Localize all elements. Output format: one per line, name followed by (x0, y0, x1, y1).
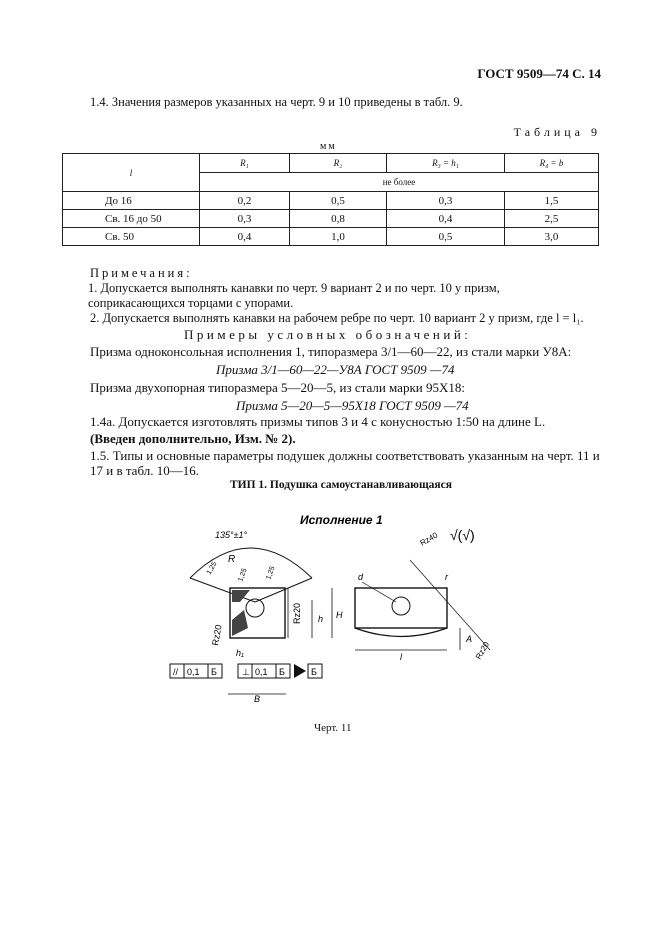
roughness-label: Rz20 (210, 624, 223, 646)
angle-arc (189, 547, 313, 579)
table-row: Св. 50 0,4 1,0 0,5 3,0 (62, 227, 599, 246)
roughness-label: 1,25 (265, 565, 276, 580)
col-header: R₂ (289, 153, 387, 173)
cell: 0,5 (386, 227, 505, 246)
hatch (232, 610, 248, 636)
roughness-label: Rz40 (419, 530, 440, 547)
A-label: A (465, 634, 472, 644)
row-label: До 16 (62, 191, 200, 210)
roughness-label: Rz20 (474, 640, 491, 661)
datum-label: Б (311, 667, 317, 677)
side-view-bottom (354, 627, 448, 638)
R-label: R (228, 554, 235, 565)
col-l-header: l (62, 153, 200, 192)
cell: 0,4 (386, 209, 505, 228)
angle-line (189, 577, 256, 603)
H-label: H (336, 610, 343, 620)
table-unit: мм (320, 141, 337, 152)
amendment: (Введен дополнительно, Изм. № 2). (90, 431, 296, 446)
cell: 0,3 (199, 209, 290, 228)
front-view-body (229, 587, 286, 639)
roughness-label: 1,25 (237, 567, 248, 582)
side-circle (391, 596, 411, 616)
cell: 0,4 (199, 227, 290, 246)
examples-title: Примеры условных обозначений: (184, 327, 472, 342)
svg-text:Б: Б (279, 667, 285, 677)
cell: 1,0 (289, 227, 387, 246)
B-label: B (254, 694, 260, 704)
figure-caption: Черт. 11 (314, 722, 352, 734)
l-label: l (400, 652, 403, 662)
svg-text:0,1: 0,1 (187, 667, 200, 677)
section-1-4: 1.4. Значения размеров указанных на черт… (90, 95, 463, 109)
h-label: h (318, 614, 323, 624)
col-header: R₄ = b (504, 153, 599, 173)
subheader: не более (199, 172, 599, 192)
note-2: 2. Допускается выполнять канавки на рабо… (90, 311, 584, 325)
notes: Примечания: 1. Допускается выполнять кан… (88, 266, 605, 326)
table-caption: Таблица 9 (513, 125, 601, 139)
variant-label: Исполнение 1 (300, 513, 383, 527)
example-1-text: Призма одноконсольная исполнения 1, типо… (90, 344, 572, 359)
page-header: ГОСТ 9509—74 С. 14 (477, 66, 601, 81)
ball-circle (245, 598, 265, 618)
tolerance-frame-parallel: // 0,1 Б (169, 663, 223, 679)
example-2-text: Призма двухопорная типоразмера 5—20—5, и… (90, 380, 465, 395)
col-header: R₁ (199, 153, 290, 173)
datum-box (307, 663, 323, 679)
svg-text://: // (173, 667, 179, 677)
datum-triangle (294, 664, 306, 678)
section-1-5: 1.5. Типы и основные параметры подушек д… (90, 448, 600, 478)
cell: 0,3 (386, 191, 505, 210)
h1-label: h₁ (236, 648, 244, 658)
svg-text:⊥: ⊥ (242, 667, 250, 677)
cell: 0,2 (199, 191, 290, 210)
type-title: ТИП 1. Подушка самоустанавливающаяся (230, 479, 452, 491)
section-1-4a: 1.4а. Допускается изготовлять призмы тип… (90, 414, 546, 429)
check-icon: √(√) (450, 527, 475, 543)
row-label: Св. 16 до 50 (62, 209, 200, 228)
leader-line (361, 581, 397, 603)
cell: 0,5 (289, 191, 387, 210)
svg-text:Б: Б (211, 667, 217, 677)
svg-text:0,1: 0,1 (255, 667, 268, 677)
d-label: d (358, 572, 364, 582)
table-row: До 16 0,2 0,5 0,3 1,5 (62, 191, 599, 210)
leader-line (409, 559, 491, 651)
notes-title: Примечания: (90, 266, 193, 280)
angle-label: 135°±1° (215, 530, 248, 540)
roughness-label: Rz20 (292, 603, 302, 624)
col-header: R₃ = h₁ (386, 153, 505, 173)
note-1: 1. Допускается выполнять канавки по черт… (88, 281, 500, 310)
angle-line (254, 577, 313, 603)
example-2-code: Призма 5—20—5—95Х18 ГОСТ 9509 —74 (236, 398, 469, 413)
table-row: Св. 16 до 50 0,3 0,8 0,4 2,5 (62, 209, 599, 228)
cell: 0,8 (289, 209, 387, 228)
hatch (232, 590, 250, 602)
cell: 2,5 (504, 209, 599, 228)
example-1-code: Призма 3/1—60—22—У8А ГОСТ 9509 —74 (216, 362, 455, 377)
row-label: Св. 50 (62, 227, 200, 246)
side-view-body (354, 587, 448, 629)
tolerance-frame-perpendicular: ⊥ 0,1 Б (237, 663, 291, 679)
cell: 3,0 (504, 227, 599, 246)
r-label: r (445, 572, 449, 582)
cell: 1,5 (504, 191, 599, 210)
technical-drawing: Исполнение 1 135°±1° R 1,25 1,25 1,25 Rz… (169, 513, 491, 704)
table-9: l R₁ R₂ R₃ = h₁ R₄ = b не более До 16 0,… (62, 153, 599, 246)
